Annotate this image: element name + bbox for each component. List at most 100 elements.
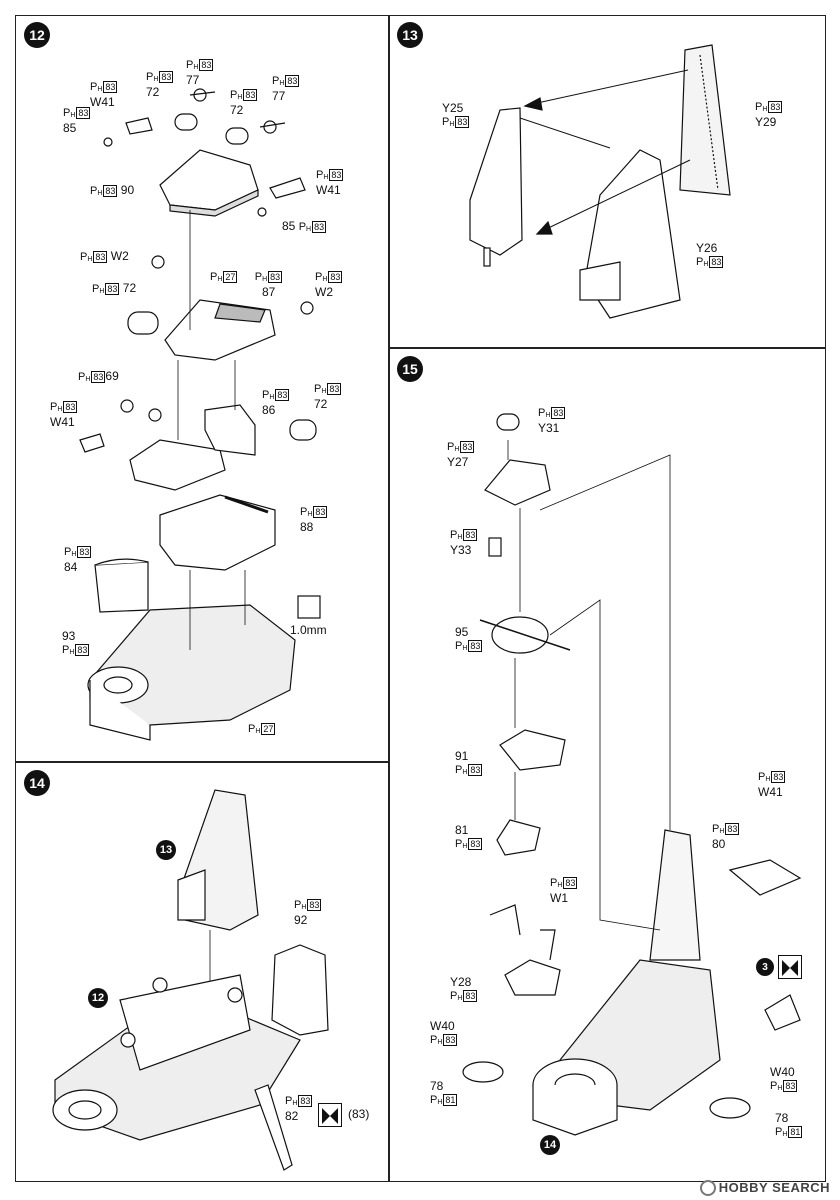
watermark: HOBBY SEARCH — [699, 1180, 830, 1196]
reference-icon — [778, 955, 802, 979]
sub-step-ref-3: 3 — [756, 958, 774, 976]
step-14-panel — [15, 762, 389, 1182]
sub-step-ref-13: 13 — [156, 840, 176, 860]
reference-icon — [318, 1103, 342, 1127]
step-12-panel — [15, 15, 389, 762]
step-number-14: 14 — [24, 770, 50, 796]
sub-step-ref-14: 14 — [540, 1135, 560, 1155]
step-number-15: 15 — [397, 356, 423, 382]
s14-label-83ref: (83) — [348, 1107, 370, 1121]
hobby-search-logo-icon — [699, 1180, 716, 1196]
s12-drill-size: 1.0mm — [290, 623, 327, 637]
step-number-13: 13 — [397, 22, 423, 48]
step-13-panel — [389, 15, 826, 348]
sub-step-ref-12: 12 — [88, 988, 108, 1008]
step-number-12: 12 — [24, 22, 50, 48]
step-15-panel — [389, 348, 826, 1182]
